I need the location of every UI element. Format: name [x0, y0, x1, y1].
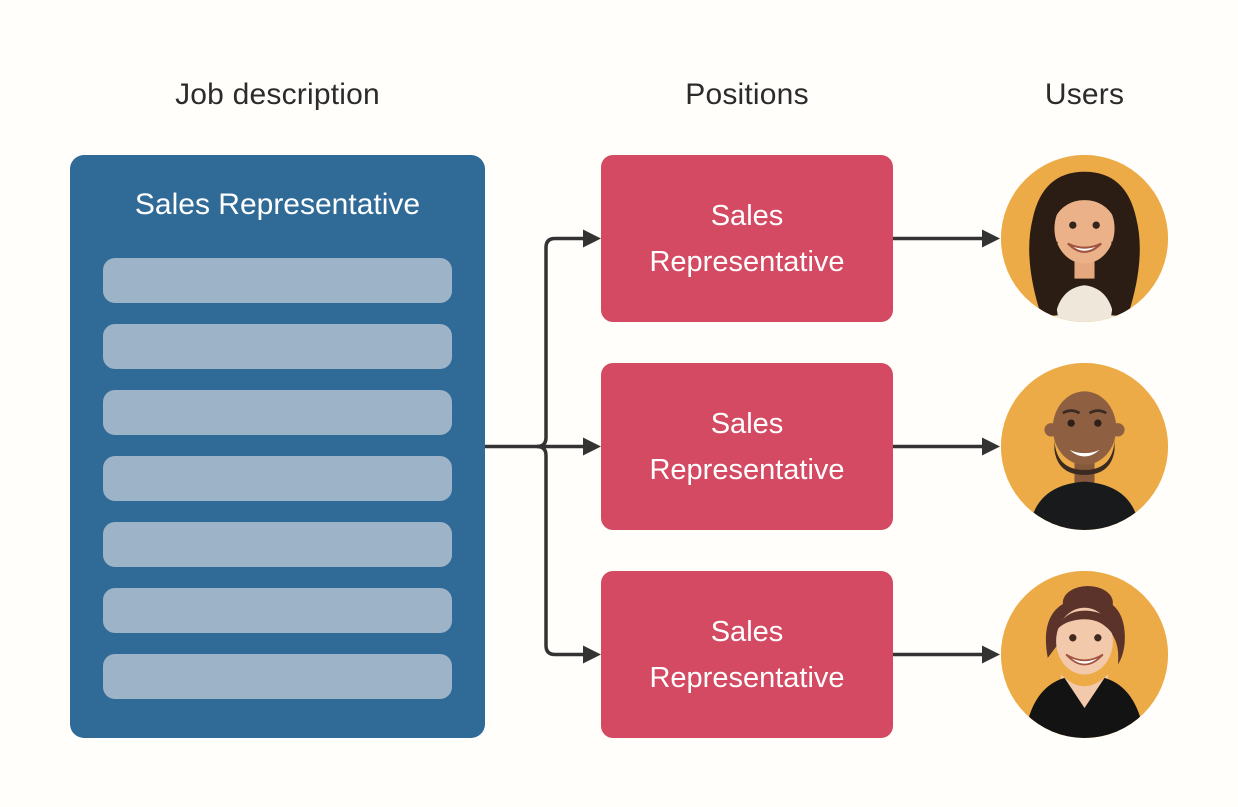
placeholder-line — [103, 390, 452, 435]
placeholder-line — [103, 654, 452, 699]
arrowhead-icon — [583, 229, 601, 248]
placeholder-line — [103, 324, 452, 369]
arrowhead-icon — [982, 645, 1000, 664]
arrowhead-icon — [583, 645, 601, 664]
column-heading-job-description: Job description — [175, 78, 380, 111]
user-avatar-2 — [1001, 363, 1168, 530]
position-label: Sales Representative — [649, 407, 845, 486]
position-card: Sales Representative — [601, 363, 893, 530]
user-avatar-1 — [1001, 155, 1168, 322]
woman-updo-photo-icon — [1001, 571, 1168, 738]
position-card: Sales Representative — [601, 571, 893, 738]
column-heading-positions: Positions — [685, 78, 809, 111]
position-label: Sales Representative — [649, 199, 845, 278]
placeholder-line — [103, 588, 452, 633]
position-label: Sales Representative — [649, 615, 845, 694]
column-heading-users: Users — [1044, 78, 1125, 111]
arrowhead-icon — [982, 437, 1000, 456]
placeholder-line — [103, 456, 452, 501]
job-description-card: Sales Representative — [70, 155, 485, 738]
job-title: Sales Representative — [134, 188, 421, 221]
arrow-job-to-position-1 — [536, 236, 584, 449]
placeholder-line — [103, 258, 452, 303]
position-card: Sales Representative — [601, 155, 893, 322]
woman-long-hair-photo-icon — [1001, 155, 1168, 322]
arrowhead-icon — [583, 437, 601, 456]
user-avatar-3 — [1001, 571, 1168, 738]
arrow-job-to-position-3 — [536, 444, 584, 657]
placeholder-line — [103, 522, 452, 567]
placeholder-text-lines — [103, 258, 452, 699]
arrowhead-icon — [982, 229, 1000, 248]
bald-man-beard-photo-icon — [1001, 363, 1168, 530]
